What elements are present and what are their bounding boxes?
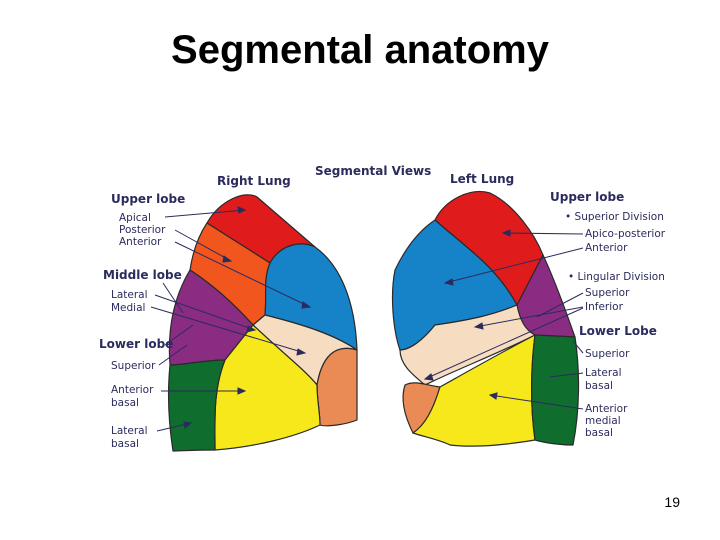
left-anterior-medial-basal-label: Anterior bbox=[585, 403, 628, 415]
arrowhead-right-anterior bbox=[301, 301, 312, 309]
right-anterior-basal-label-2: basal bbox=[111, 397, 139, 409]
leader-line-right-lower-lobe bbox=[164, 324, 194, 346]
left-upper-lobe-label: Upper lobe bbox=[550, 190, 624, 204]
segmental-views-heading: Segmental Views bbox=[315, 164, 431, 178]
right-medial-label: Medial bbox=[111, 302, 145, 314]
page-number: 19 bbox=[664, 494, 680, 510]
segmental-lung-figure: Right Lung Segmental Views Left Lung Upp… bbox=[95, 155, 685, 465]
arrowhead-right-apical bbox=[237, 206, 247, 214]
arrowhead-left-inferior-lingular bbox=[473, 322, 484, 330]
arrowhead-right-posterior bbox=[222, 255, 233, 263]
right-lung-heading: Right Lung bbox=[217, 174, 291, 188]
left-lingular-division-label: • Lingular Division bbox=[568, 271, 665, 283]
right-upper-lobe-label: Upper lobe bbox=[111, 192, 185, 206]
arrowhead-left-anterior bbox=[443, 278, 454, 286]
arrowhead-left-anterior-medial-basal bbox=[488, 392, 498, 400]
left-apico-posterior-label: Apico-posterior bbox=[585, 228, 666, 240]
leader-line-right-apical bbox=[164, 209, 246, 218]
right-apical-label: Apical bbox=[119, 212, 151, 224]
arrowhead-left-apico-posterior bbox=[501, 229, 511, 237]
right-anterior-label: Anterior bbox=[119, 236, 162, 248]
arrowhead-right-medial bbox=[296, 348, 307, 356]
leader-line-left-superior bbox=[572, 340, 584, 354]
right-lateral-basal-label: Lateral bbox=[111, 425, 148, 437]
left-lower-anterior-medial-basal-segment bbox=[412, 334, 536, 447]
left-superior-label: Superior bbox=[585, 348, 630, 360]
right-posterior-label: Posterior bbox=[119, 224, 166, 236]
right-lower-lobe-label: Lower lobe bbox=[99, 337, 173, 351]
right-anterior-basal-label: Anterior bbox=[111, 384, 154, 396]
left-anterior-label: Anterior bbox=[585, 242, 628, 254]
leader-line-right-lateral bbox=[154, 294, 256, 331]
left-lower-posterior-basal-segment bbox=[531, 334, 580, 446]
arrowhead-left-lateral-basal bbox=[423, 373, 434, 381]
leader-line-left-superior-lingular bbox=[536, 292, 584, 318]
left-lateral-basal-label: Lateral bbox=[585, 367, 622, 379]
left-superior-lingular-label: Superior bbox=[585, 287, 630, 299]
left-lung-heading: Left Lung bbox=[450, 172, 514, 186]
right-superior-label: Superior bbox=[111, 360, 156, 372]
right-lower-lateral-basal-segment bbox=[167, 359, 226, 452]
leader-line-left-anterior-medial-basal bbox=[489, 394, 584, 410]
left-lower-lobe-label: Lower Lobe bbox=[579, 324, 657, 338]
arrowhead-right-lateral-basal bbox=[183, 421, 193, 429]
left-inferior-lingular-label: Inferior bbox=[585, 301, 624, 313]
right-lateral-label: Lateral bbox=[111, 289, 148, 301]
leader-line-right-medial bbox=[150, 306, 306, 354]
left-lung bbox=[391, 191, 580, 447]
leader-line-left-inferior-lingular bbox=[474, 306, 584, 328]
right-leader-lines bbox=[150, 206, 312, 432]
right-lung bbox=[167, 194, 358, 452]
left-superior-division-label: • Superior Division bbox=[565, 211, 664, 223]
arrowhead-right-anterior-basal bbox=[237, 387, 247, 395]
left-lateral-basal-label-2: basal bbox=[585, 380, 613, 392]
leader-line-left-lateral-basal bbox=[549, 372, 584, 378]
leader-line-left-apico-posterior bbox=[502, 232, 584, 235]
leader-line-right-middle-lobe bbox=[162, 282, 184, 314]
leader-line-right-superior bbox=[158, 344, 188, 366]
left-anterior-medial-basal-label-2: medial bbox=[585, 415, 621, 427]
arrowhead-right-lateral bbox=[246, 325, 257, 333]
slide-title: Segmental anatomy bbox=[171, 28, 549, 72]
leader-line-left-to-lateral-basal bbox=[424, 307, 584, 380]
leader-line-right-posterior bbox=[174, 229, 232, 262]
left-leader-lines bbox=[423, 229, 584, 410]
leader-line-left-anterior bbox=[444, 247, 584, 284]
right-middle-lobe-label: Middle lobe bbox=[103, 268, 182, 282]
left-anterior-medial-basal-label-3: basal bbox=[585, 427, 613, 439]
leader-line-right-anterior bbox=[174, 241, 311, 308]
right-lateral-basal-label-2: basal bbox=[111, 438, 139, 450]
